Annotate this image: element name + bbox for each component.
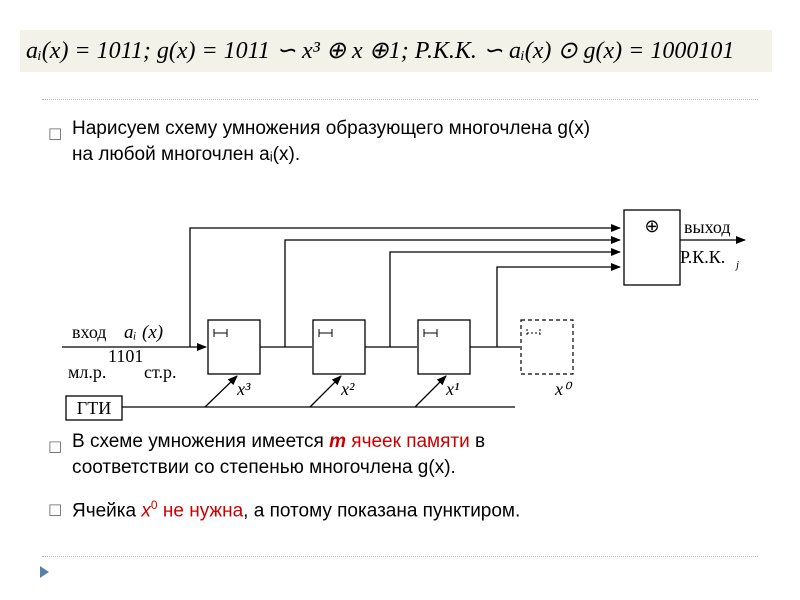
cell-3-label: x¹ bbox=[445, 379, 459, 399]
output-label: выход bbox=[684, 217, 731, 237]
output-sub-index: j bbox=[734, 259, 739, 271]
clock-tap-3 bbox=[414, 375, 447, 408]
lsb-label: мл.р. bbox=[68, 362, 106, 382]
msb-label: ст.р. bbox=[144, 362, 177, 382]
bullet-2-line-2: соответствии со степенью многочлена g(x)… bbox=[72, 457, 456, 478]
bullet-1-line-1: Нарисуем схему умножения образующего мно… bbox=[72, 118, 591, 139]
bullet-3-sup: 0 bbox=[150, 498, 158, 512]
bullet-2-line-1: В схеме умножения имеется m ячеек памяти… bbox=[72, 429, 772, 455]
cell-1-label: x³ bbox=[236, 379, 251, 399]
formula-banner: aᵢ(x) = 1011; g(x) = 1011 ∽ x³ ⊕ x ⊕1; Р… bbox=[20, 30, 772, 72]
divider-top bbox=[42, 99, 758, 100]
formula-text: aᵢ(x) = 1011; g(x) = 1011 ∽ x³ ⊕ x ⊕1; Р… bbox=[26, 38, 735, 64]
bullet-3: Ячейка x0 не нужна, а потому показана пу… bbox=[72, 492, 772, 524]
bullet-2: В схеме умножения имеется m ячеек памяти… bbox=[72, 429, 772, 481]
clock-label: ГТИ bbox=[77, 398, 111, 418]
bullet-2-var-m: m bbox=[329, 431, 346, 452]
bullet-marker: □ bbox=[48, 124, 63, 142]
play-arrow-icon[interactable] bbox=[40, 566, 49, 578]
input-label: вход bbox=[72, 322, 106, 342]
bullet-marker: □ bbox=[48, 500, 63, 518]
bullet-3-red-text: не нужна bbox=[157, 500, 244, 522]
clock-tap-2 bbox=[309, 375, 342, 408]
memory-cell-2: x² bbox=[312, 319, 366, 399]
cell-2-label: x² bbox=[340, 379, 355, 399]
output-sub: Р.К.К. bbox=[680, 247, 725, 267]
input-var: aᵢ bbox=[124, 322, 137, 343]
bullet-2-text-b: в bbox=[469, 431, 486, 452]
divider-bottom bbox=[42, 556, 758, 557]
tap-line-3 bbox=[389, 248, 621, 347]
memory-cell-4-dashed: x⁰ bbox=[520, 319, 574, 399]
memory-cell-3: x¹ bbox=[417, 319, 471, 399]
tap-line-2 bbox=[284, 236, 621, 347]
bullet-3-var-x: x bbox=[141, 500, 151, 522]
bullet-2-red-text: ячеек памяти bbox=[346, 431, 470, 452]
clock-box bbox=[65, 395, 123, 421]
memory-cell-1: x³ bbox=[207, 319, 261, 399]
clock-tap-1 bbox=[204, 375, 238, 408]
cell-4-label: x⁰ bbox=[554, 379, 573, 399]
input-arg: (x) bbox=[142, 322, 163, 343]
input-value: 1101 bbox=[108, 346, 143, 366]
tap-line-4 bbox=[496, 263, 621, 347]
xor-symbol: ⊕ bbox=[644, 216, 659, 236]
bullet-3-text-b: , а потому показана пунктиром. bbox=[243, 500, 521, 522]
bullet-marker: □ bbox=[48, 437, 63, 455]
bullet-1: Нарисуем схему умножения образующего мно… bbox=[72, 116, 772, 168]
bullet-2-text-a: В схеме умножения имеется bbox=[72, 431, 330, 452]
xor-box bbox=[623, 209, 681, 286]
bullet-1-line-2: на любой многочлен aᵢ(x). bbox=[72, 144, 301, 165]
bullet-3-text-a: Ячейка bbox=[72, 500, 142, 522]
tap-line-1 bbox=[189, 224, 621, 347]
